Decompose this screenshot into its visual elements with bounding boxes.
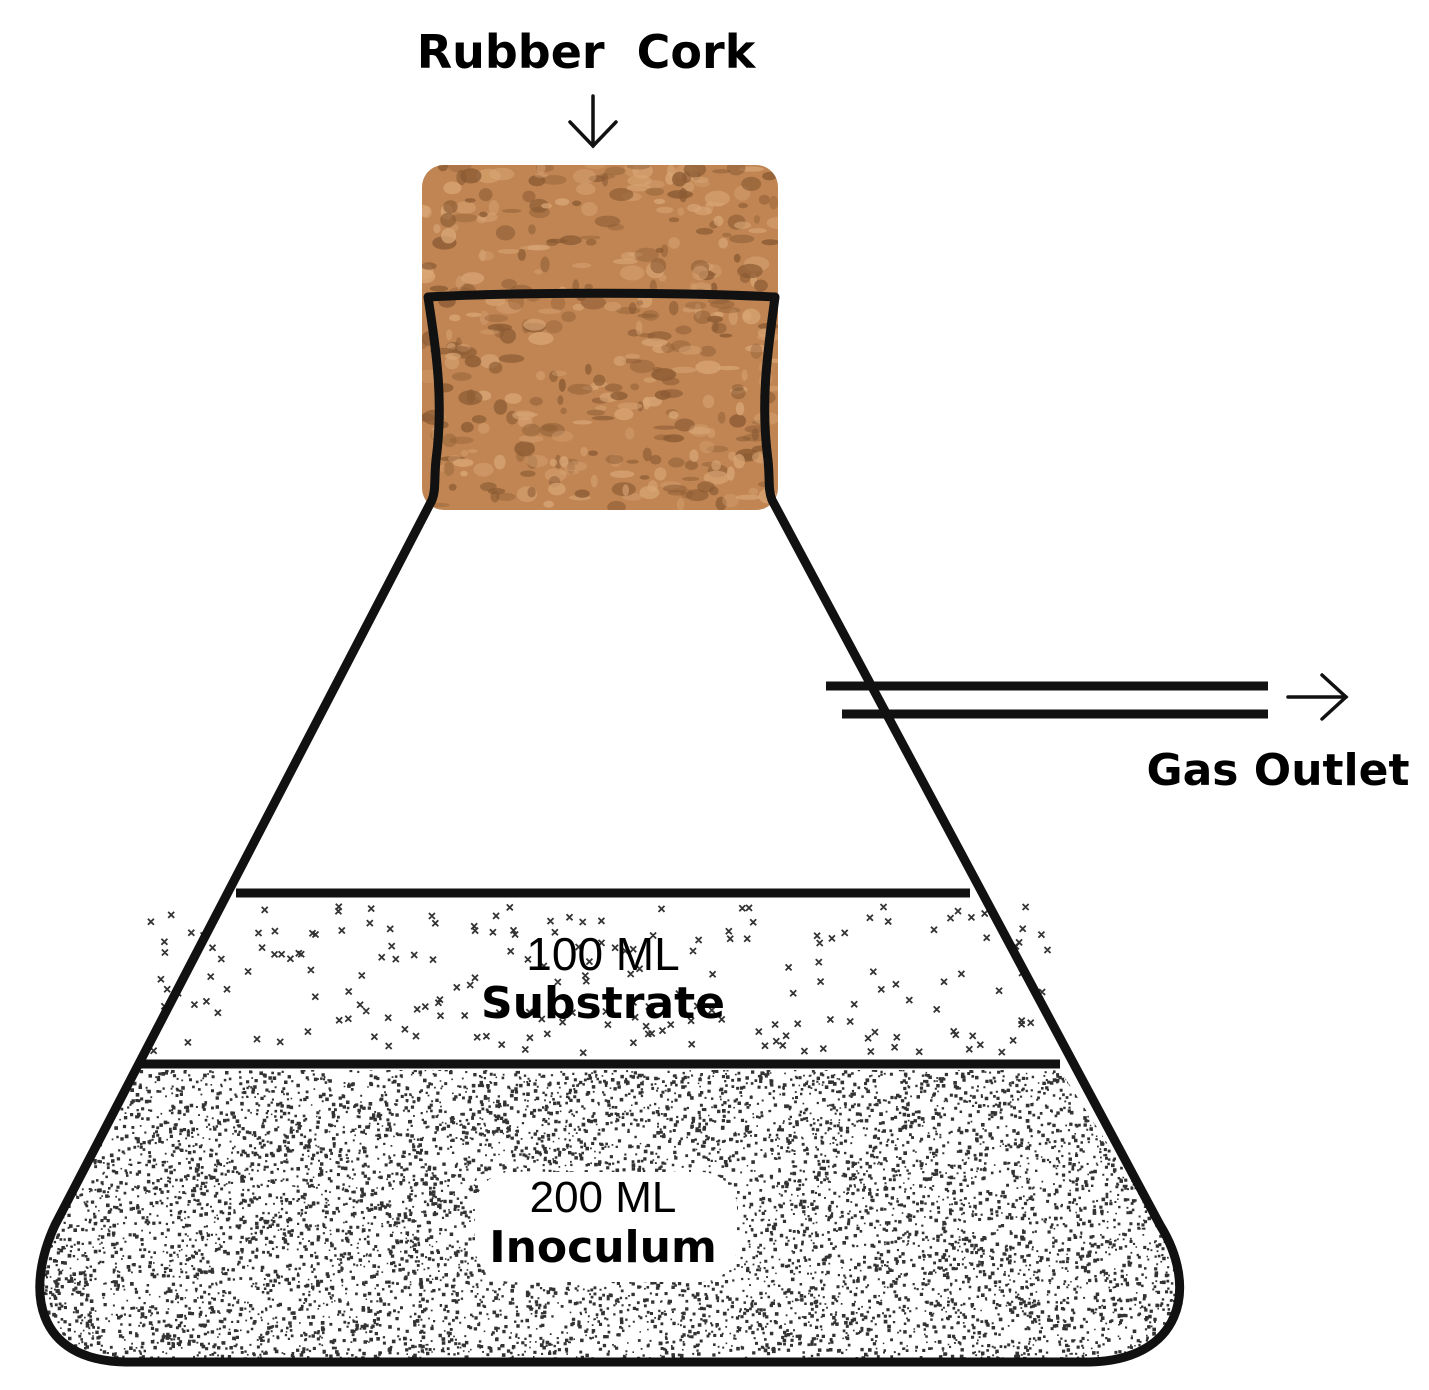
- flask-outline: [35, 288, 1185, 1367]
- gas-outlet-label: Gas Outlet: [1146, 745, 1409, 796]
- cork-label: Rubber Cork: [417, 25, 757, 79]
- inoculum-label-patch: [475, 1172, 737, 1282]
- rubber-cork: [422, 165, 778, 510]
- gas-outlet-tube: [826, 681, 1268, 719]
- arrow-down-icon: [568, 94, 618, 149]
- substrate-layer: [147, 903, 1052, 1057]
- substrate-volume-label: 100 ML: [526, 928, 679, 980]
- inoculum-volume-label: 200 ML: [530, 1173, 677, 1222]
- inoculum-layer: [39, 1070, 1180, 1362]
- arrow-right-icon: [1286, 673, 1349, 721]
- inoculum-name-label: Inoculum: [489, 1222, 717, 1273]
- substrate-name-label: Substrate: [481, 978, 725, 1029]
